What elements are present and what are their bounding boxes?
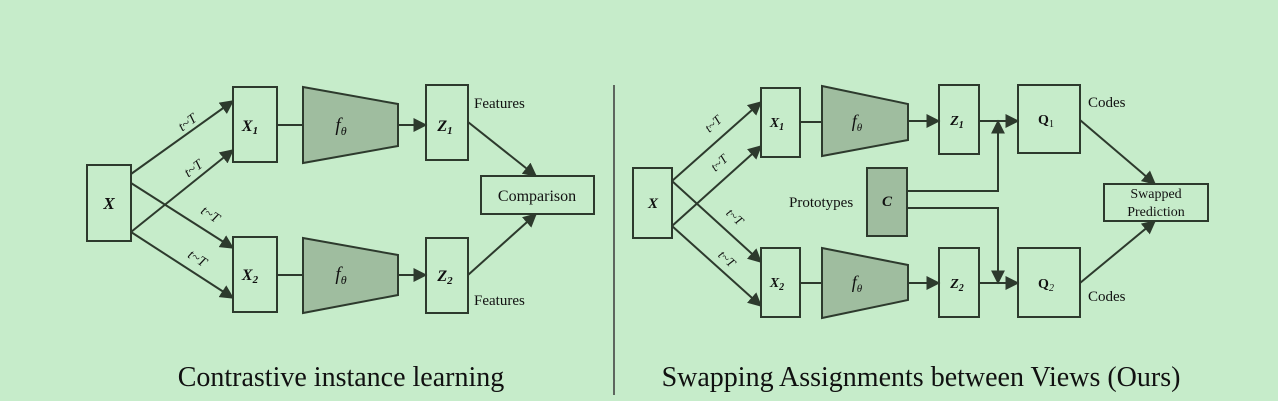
left-z2-label: Z2 [436, 268, 453, 287]
left-t-label-3: t~T [198, 204, 223, 228]
left-view2-label: X2 [241, 267, 259, 286]
left-encoder-top-label: fθ [335, 115, 346, 138]
right-view1-label: X1 [769, 116, 784, 133]
right-panel: X X1 X2 t~T t~T t~T t~T fθ fθ Z1 Z2 Prot… [632, 84, 1209, 393]
right-z1-box [938, 84, 980, 155]
left-arrow-x-to-view2-a [130, 182, 235, 249]
right-encoder-top [821, 84, 909, 158]
right-q2-label: Q2 [1038, 277, 1054, 294]
right-prototypes-label: Prototypes [789, 195, 853, 211]
right-q1-label: Q1 [1038, 113, 1054, 130]
left-arrow-z1-comparison [467, 121, 538, 177]
right-arrow-prototypes-bottom [907, 207, 1005, 285]
right-input-box [632, 167, 673, 239]
right-z1-label: Z1 [949, 114, 964, 131]
right-t-label-2: t~T [707, 151, 731, 175]
right-arrow-q2-swapped [1079, 220, 1157, 284]
left-arrow-x-to-view2-b [130, 231, 235, 299]
right-prototypes-box [866, 167, 908, 237]
left-t-label-4: t~T [185, 248, 210, 272]
right-arrow-x-to-view2-b [671, 225, 763, 307]
left-input-box [86, 164, 132, 242]
right-panel-title: Swapping Assignments between Views (Ours… [662, 362, 1181, 393]
left-comparison-box [480, 175, 595, 215]
right-encoder-top-label: fθ [852, 111, 863, 134]
left-t-label-2: t~T [182, 157, 207, 181]
left-features-top-label: Features [474, 96, 525, 112]
right-codes-bottom-label: Codes [1088, 289, 1126, 305]
right-q1-box [1017, 84, 1081, 154]
right-arrow-q1-swapped [1079, 119, 1157, 185]
left-features-bottom-label: Features [474, 293, 525, 309]
right-arrow-x-to-view1-a [671, 101, 763, 182]
right-prototypes-symbol: C [882, 194, 893, 210]
left-t-label-1: t~T [176, 111, 201, 135]
right-t-label-1: t~T [701, 112, 725, 136]
left-encoder-top [302, 85, 399, 165]
left-encoder-bottom [302, 236, 399, 315]
right-arrow-x-to-view2-a [671, 180, 763, 263]
right-encoder-bottom [821, 246, 909, 320]
left-arrow-x-to-view1-a [130, 100, 235, 175]
left-view1-label: X1 [241, 118, 258, 137]
right-input-label: X [647, 196, 659, 212]
right-swapped-line2: Prediction [1127, 205, 1185, 220]
right-view2-label: X2 [769, 276, 784, 293]
right-arrow-x-to-view1-b [671, 145, 763, 227]
right-arrow-prototypes-top [907, 119, 1005, 192]
right-t-label-3: t~T [723, 205, 747, 229]
left-panel: X X1 X2 t~T t~T t~T t~T fθ fθ Z1 Z2 Feat… [86, 84, 595, 393]
right-z2-label: Z2 [949, 277, 964, 294]
left-arrow-z2-comparison [467, 213, 538, 276]
right-codes-top-label: Codes [1088, 95, 1126, 111]
left-z1-label: Z1 [436, 118, 452, 137]
right-swapped-line1: Swapped [1130, 187, 1181, 202]
left-z2-box [425, 237, 469, 314]
left-encoder-bottom-label: fθ [335, 264, 346, 287]
left-input-label: X [102, 194, 115, 213]
right-encoder-bottom-label: fθ [852, 272, 863, 295]
right-swapped-box [1103, 183, 1209, 222]
left-arrow-x-to-view1-b [130, 149, 235, 233]
left-comparison-label: Comparison [498, 188, 576, 205]
left-panel-title: Contrastive instance learning [178, 362, 505, 393]
